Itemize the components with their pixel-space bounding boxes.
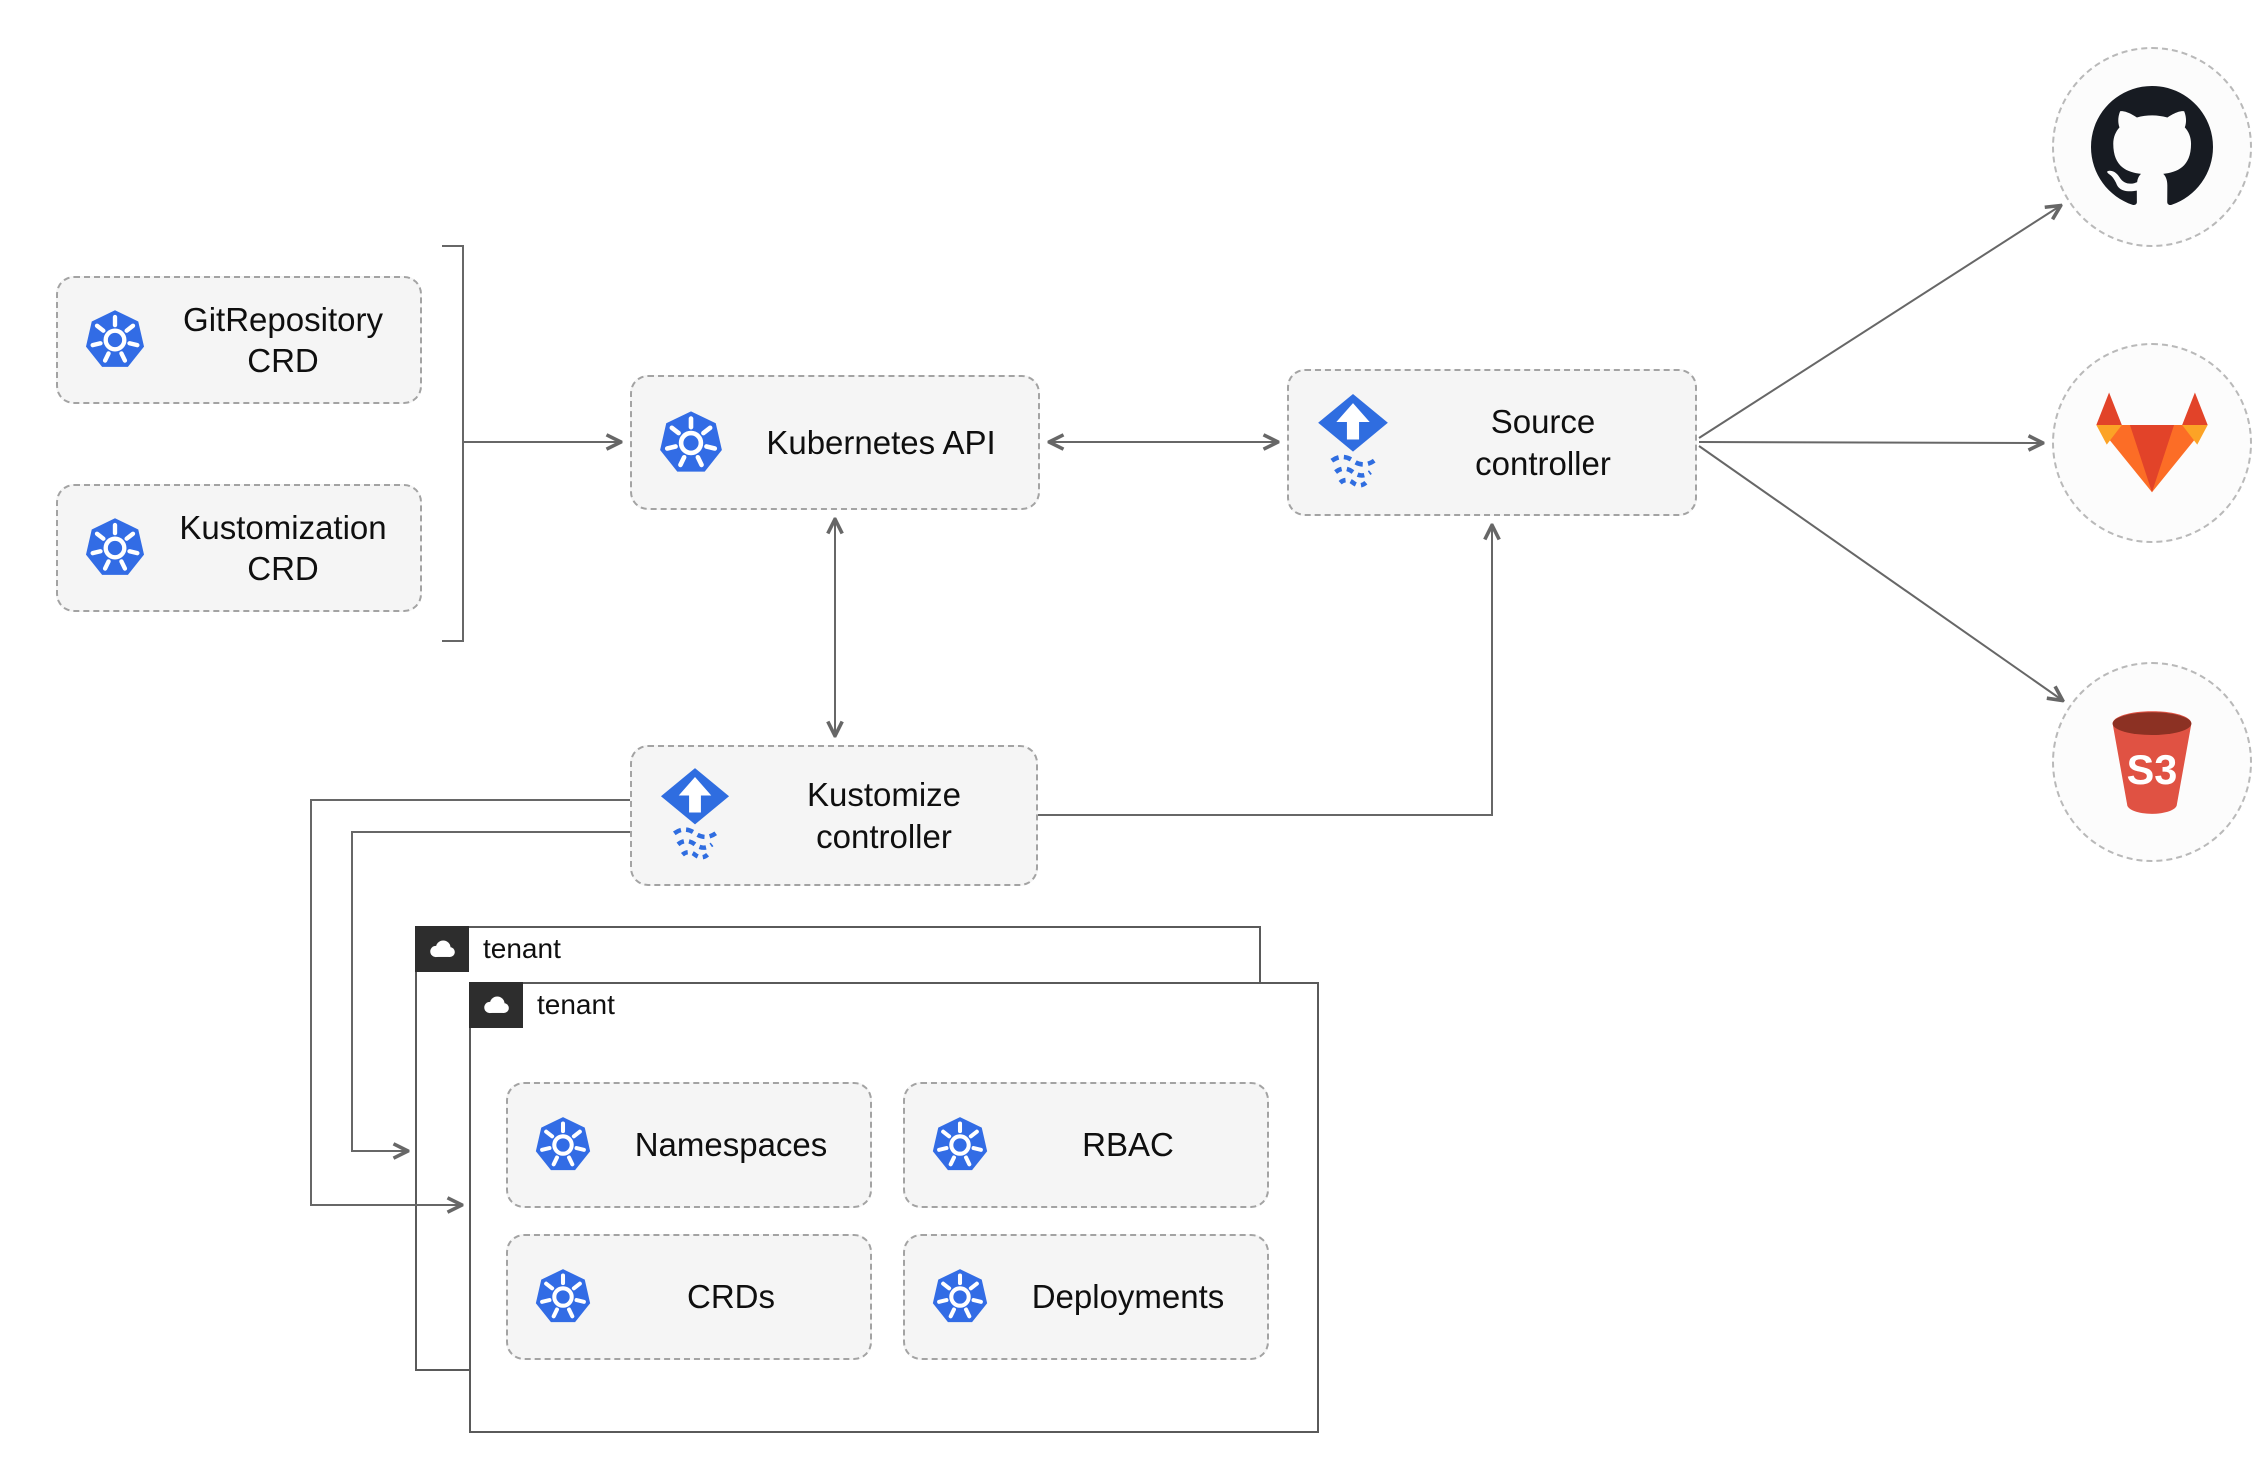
- kubernetes-icon: [658, 410, 724, 476]
- node-gitrepository-crd: GitRepository CRD: [56, 276, 422, 404]
- node-label: Kubernetes API: [766, 423, 996, 461]
- node-kubernetes-api: Kubernetes API: [630, 375, 1040, 510]
- node-namespaces: Namespaces: [506, 1082, 872, 1208]
- kubernetes-icon: [534, 1268, 592, 1326]
- node-crds: CRDs: [506, 1234, 872, 1360]
- endpoint-gitlab: [2052, 343, 2252, 543]
- cloud-icon: [469, 982, 523, 1028]
- kubernetes-icon: [534, 1116, 592, 1174]
- node-rbac: RBAC: [903, 1082, 1269, 1208]
- node-deployments: Deployments: [903, 1234, 1269, 1360]
- node-label: Source controller: [1475, 403, 1611, 482]
- node-label: GitRepository CRD: [183, 300, 383, 379]
- endpoint-s3: [2052, 662, 2252, 862]
- endpoint-github: [2052, 47, 2252, 247]
- edge-source-to-gitlab: [1698, 442, 2042, 443]
- node-label: Deployments: [1031, 1278, 1225, 1316]
- edge-source-to-github: [1698, 206, 2060, 439]
- node-source-controller: Source controller: [1287, 369, 1697, 516]
- flux-icon: [1315, 394, 1391, 491]
- tenant-label: tenant: [483, 933, 561, 964]
- node-kustomize-controller: Kustomize controller: [630, 745, 1038, 886]
- edge-crd-bracket: [442, 245, 464, 642]
- node-label: CRDs: [687, 1278, 775, 1316]
- node-label: RBAC: [1082, 1126, 1174, 1164]
- kubernetes-icon: [931, 1116, 989, 1174]
- node-label: Kustomization CRD: [179, 508, 387, 587]
- gitlab-tanuki-icon: [2094, 390, 2210, 497]
- github-octocat-icon: [2091, 86, 2213, 208]
- flux-icon: [658, 768, 732, 863]
- edge-source-to-s3: [1698, 445, 2062, 700]
- cloud-icon: [415, 926, 469, 972]
- node-label: Kustomize controller: [806, 776, 962, 855]
- aws-s3-bucket-icon: [2100, 705, 2204, 819]
- node-label: Namespaces: [634, 1126, 828, 1164]
- kubernetes-icon: [84, 309, 146, 371]
- edge-kustomize-to-source: [1038, 526, 1492, 816]
- node-kustomization-crd: Kustomization CRD: [56, 484, 422, 612]
- kubernetes-icon: [84, 517, 146, 579]
- tenant-label: tenant: [537, 989, 615, 1020]
- kubernetes-icon: [931, 1268, 989, 1326]
